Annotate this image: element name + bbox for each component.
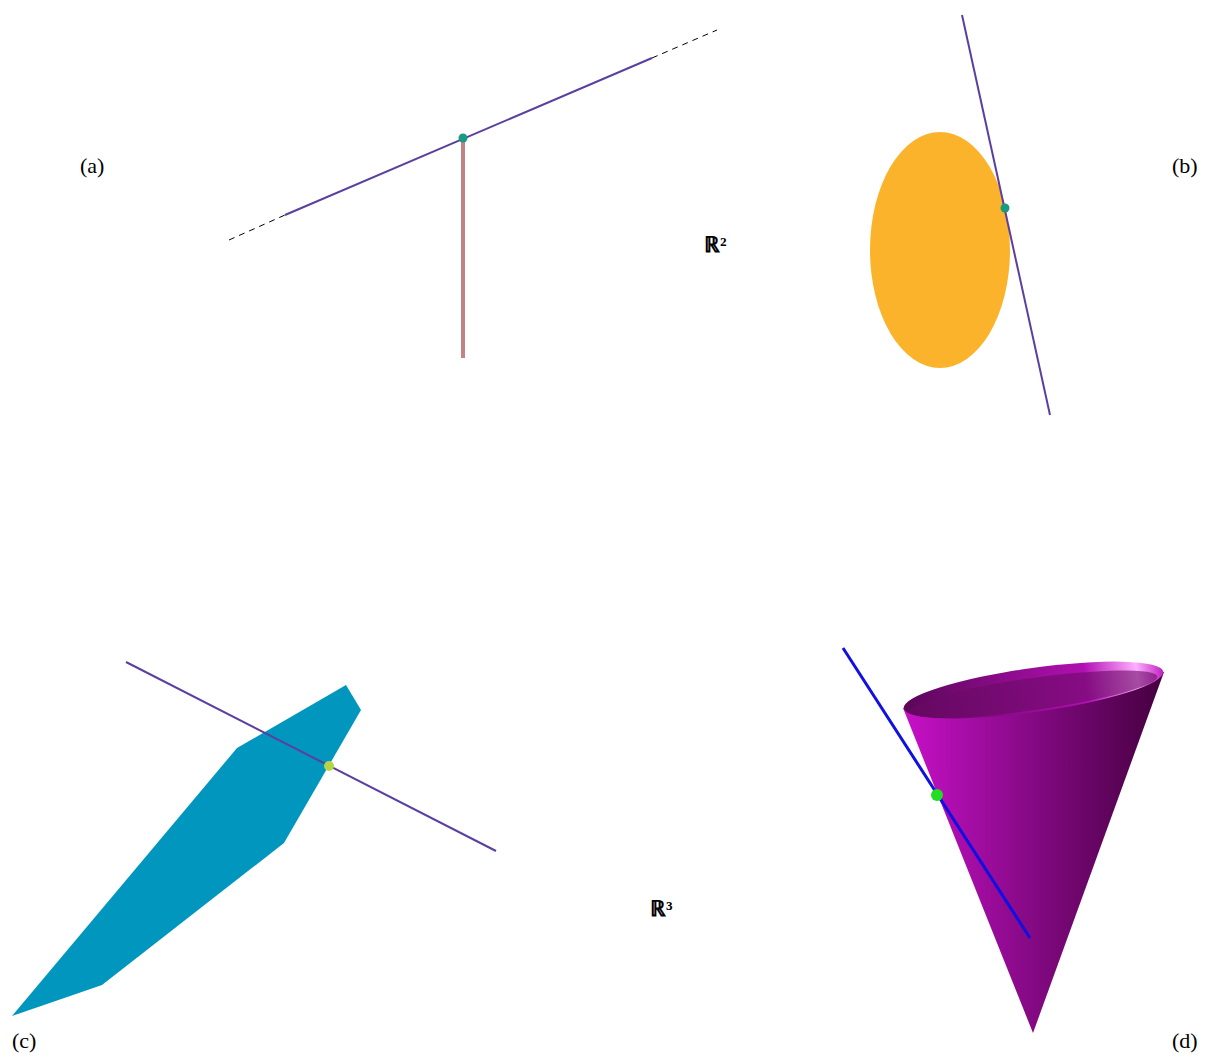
- panel-a: [229, 30, 717, 358]
- segment: [461, 138, 465, 358]
- cone-rim: [901, 650, 1167, 730]
- tangent-line: [962, 15, 1050, 415]
- dashed-extension: [652, 30, 717, 58]
- space-label: ℝ³: [650, 898, 673, 920]
- line: [126, 662, 496, 851]
- point: [1001, 204, 1010, 213]
- ellipse-region: [870, 132, 1010, 368]
- point: [324, 761, 334, 771]
- cone-inside: [907, 661, 1159, 727]
- cone-surface: [903, 672, 1164, 1033]
- panel-label: (c): [12, 1030, 36, 1052]
- line: [843, 648, 1030, 938]
- panel-label: (b): [1172, 155, 1198, 177]
- point: [931, 789, 943, 801]
- panel-c: [12, 662, 496, 1016]
- polygon-region: [12, 685, 361, 1016]
- panel-label: (d): [1172, 1030, 1198, 1052]
- panel-label: (a): [80, 155, 104, 177]
- panel-b: [870, 15, 1050, 415]
- panel-d: [843, 648, 1166, 1033]
- point: [459, 134, 468, 143]
- line: [285, 58, 652, 215]
- dashed-extension: [229, 215, 285, 240]
- space-label: ℝ²: [704, 234, 727, 256]
